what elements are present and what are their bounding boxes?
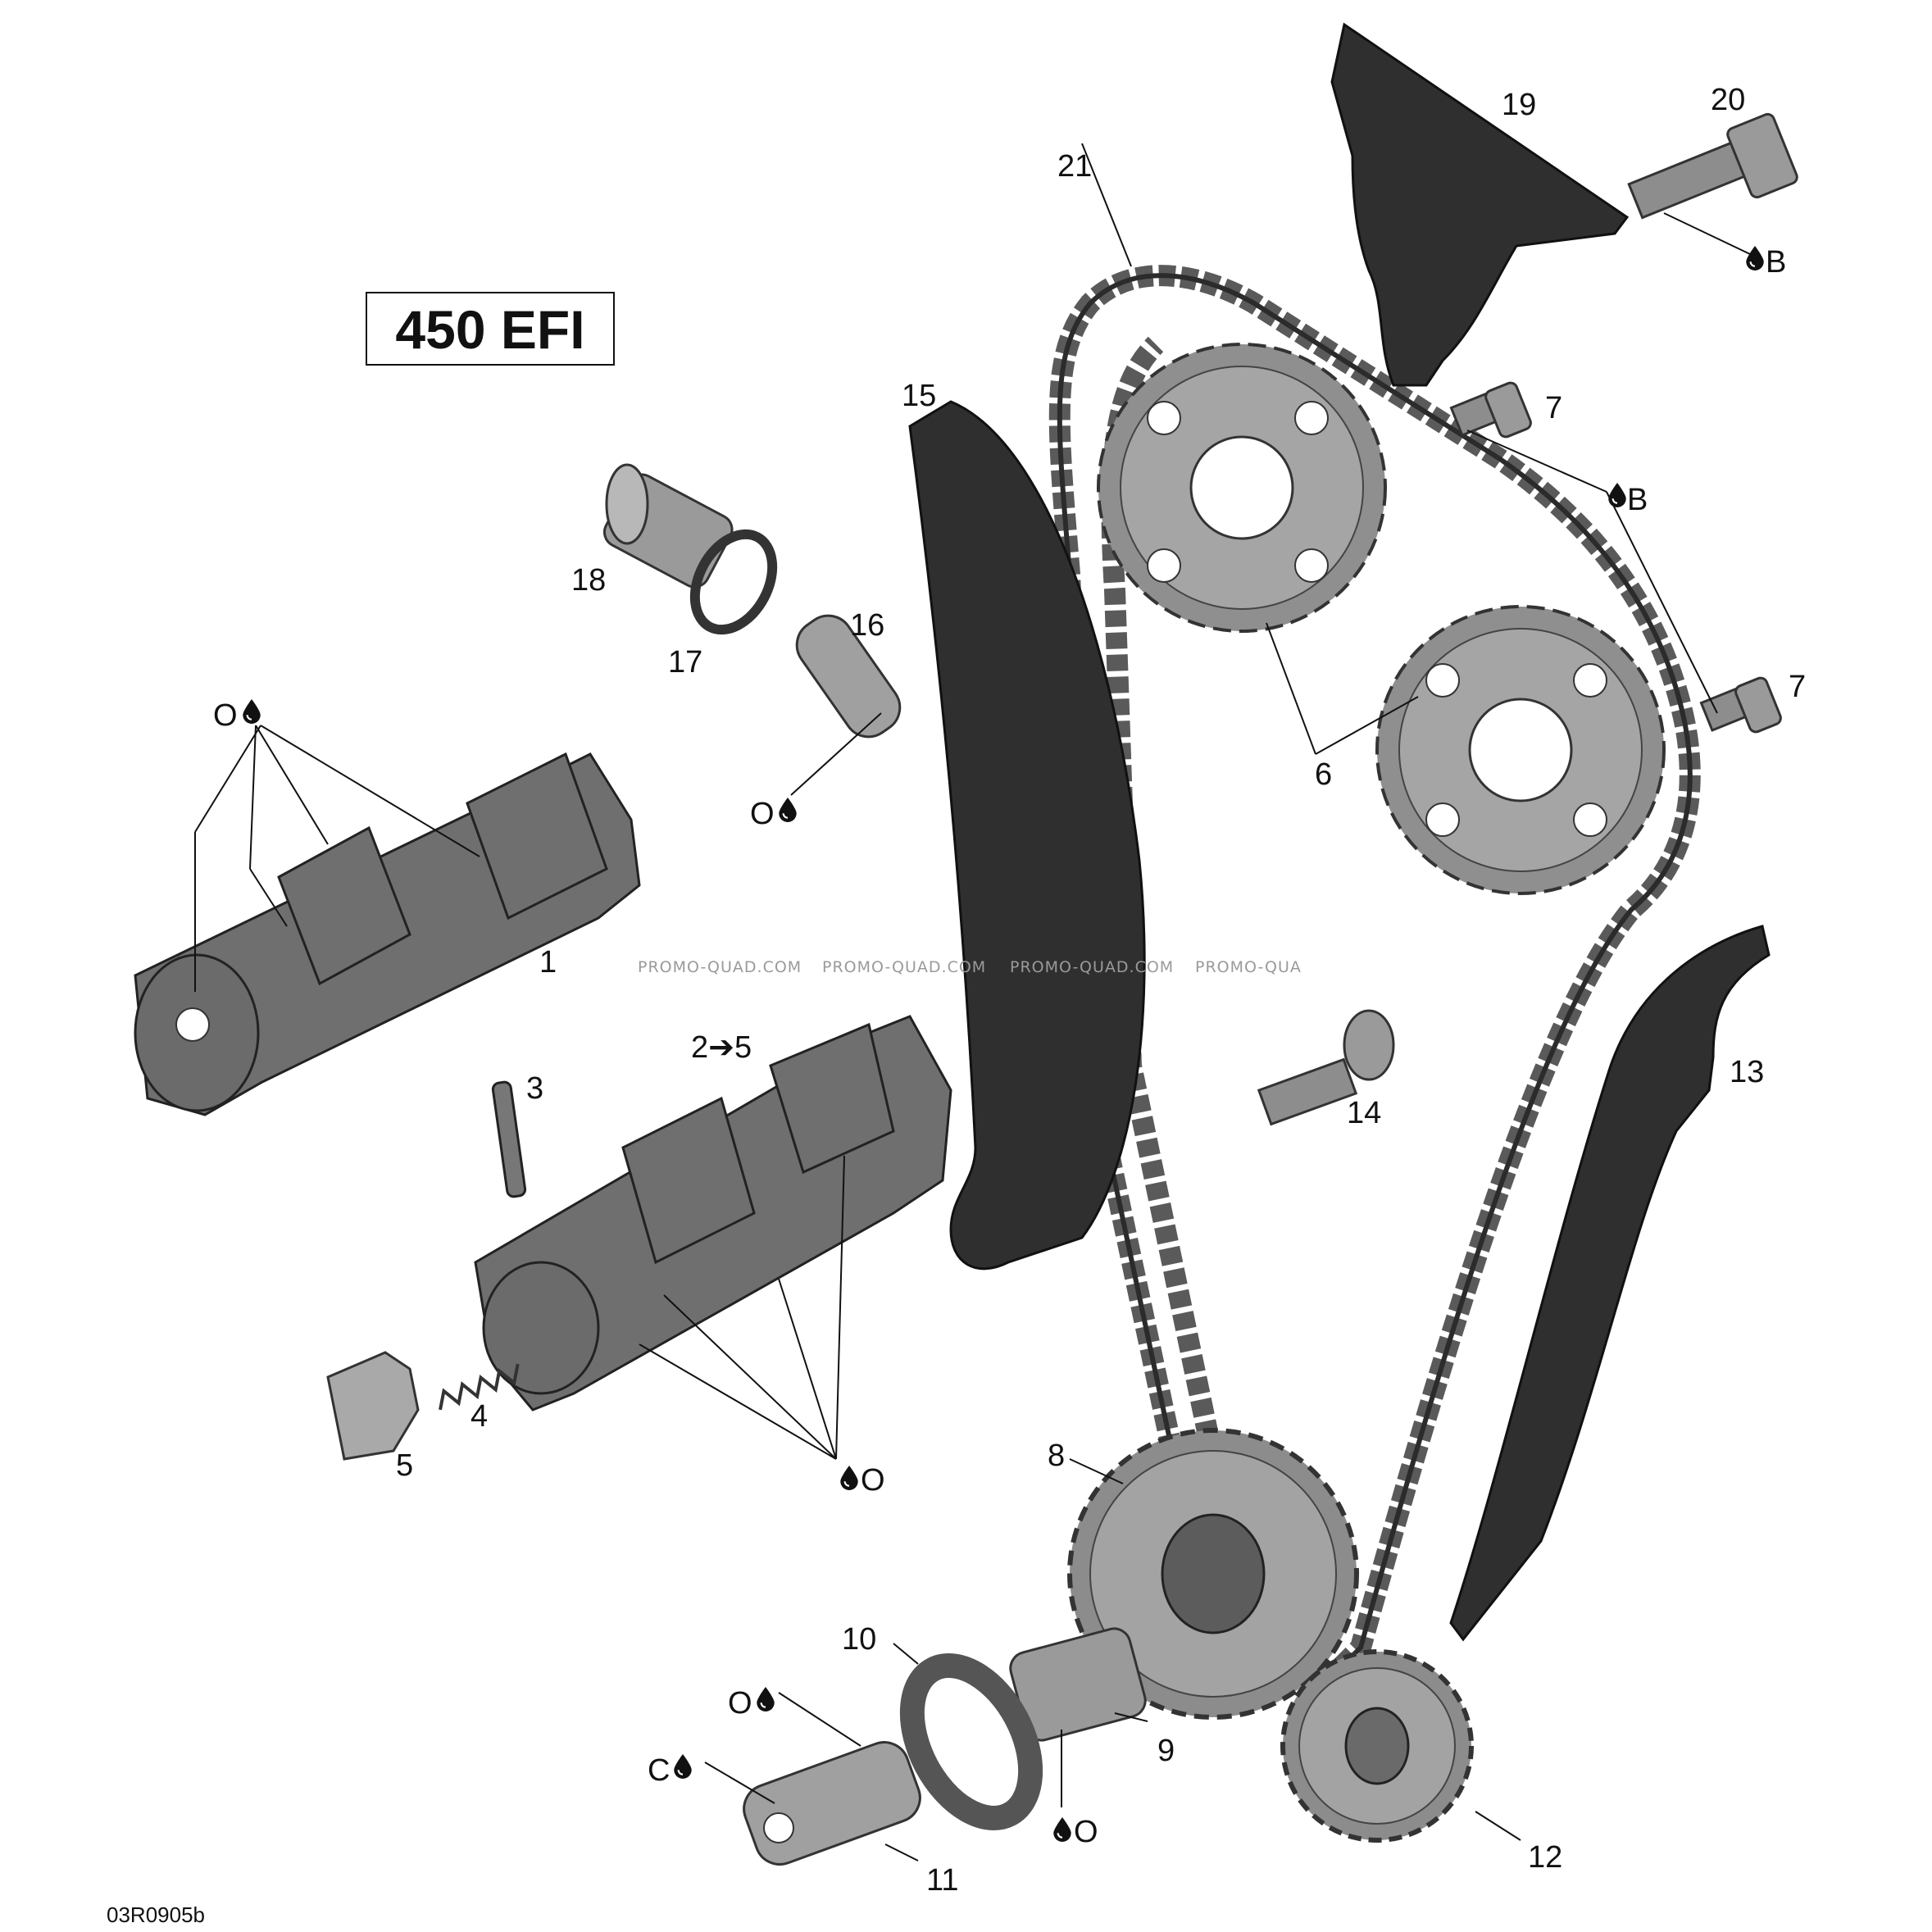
callout-12: 12	[1528, 1840, 1562, 1875]
oil-drop-icon	[243, 699, 261, 724]
callout-8: 8	[1048, 1439, 1065, 1473]
oil-mark-pin16: O	[750, 797, 775, 831]
camshaft-1	[134, 752, 641, 1116]
oil-drop-icon	[757, 1687, 775, 1712]
callout-7a: 7	[1545, 391, 1562, 425]
oil-drop-icon	[674, 1754, 692, 1779]
oil-drop-icon	[840, 1466, 858, 1490]
chain-guide	[1449, 925, 1771, 1642]
idler-gear-8	[1067, 1428, 1359, 1720]
callout-15: 15	[902, 379, 936, 413]
oil-drop-icon	[779, 798, 797, 822]
callout-2to5: 2➔5	[691, 1030, 752, 1065]
sprocket-bolt-7-upper	[1449, 381, 1532, 439]
upper-chain-guide	[1330, 22, 1630, 387]
oil-mark-shaft11: O	[728, 1686, 752, 1721]
model-title: 450 EFI	[395, 299, 584, 360]
callout-20: 20	[1711, 83, 1745, 117]
threadlock-mark-bolt20: B	[1766, 245, 1786, 280]
oil-mark-bush9: O	[1074, 1815, 1098, 1849]
camshaft-sprocket-upper	[1097, 343, 1387, 633]
dowel-pin-3	[491, 1080, 527, 1198]
sprocket-bolt-7-lower	[1699, 676, 1782, 734]
compound-mark-shaft11: C	[648, 1753, 670, 1788]
oil-drop-icon	[1608, 483, 1626, 507]
callout-16: 16	[850, 608, 884, 643]
spring-4	[439, 1363, 520, 1411]
washer-17	[689, 529, 778, 635]
svg-text:PROMO-QUA: PROMO-QUA	[1195, 958, 1302, 976]
thrust-washer-10	[899, 1653, 1043, 1830]
oil-drop-icon	[1746, 246, 1764, 270]
oil-mark-cam1: O	[213, 698, 238, 733]
callout-17: 17	[668, 645, 702, 680]
gear-12	[1280, 1649, 1474, 1843]
callout-7b: 7	[1789, 670, 1806, 704]
bushing-18	[602, 463, 734, 589]
svg-text:PROMO-QUAD.COM: PROMO-QUAD.COM	[638, 958, 802, 976]
lubricant-marks: O O O O O C B B	[213, 245, 1786, 1849]
callout-14: 14	[1347, 1096, 1381, 1130]
callout-3: 3	[526, 1071, 543, 1106]
callout-1: 1	[539, 945, 557, 980]
decompressor-weight-5	[326, 1351, 420, 1461]
svg-text:PROMO-QUAD.COM: PROMO-QUAD.COM	[822, 958, 986, 976]
callout-19: 19	[1502, 88, 1536, 122]
camshaft-assembly-2-5	[474, 1015, 952, 1411]
callout-21: 21	[1057, 149, 1092, 184]
model-title-box: 450 EFI	[366, 292, 615, 366]
threadlock-mark-bolts7: B	[1627, 483, 1648, 517]
callout-10: 10	[842, 1622, 876, 1657]
callout-13: 13	[1730, 1055, 1764, 1089]
oil-drop-icon	[1053, 1817, 1071, 1842]
leader-lines	[194, 143, 1751, 1862]
svg-text:PROMO-QUAD.COM: PROMO-QUAD.COM	[1010, 958, 1174, 976]
callout-5: 5	[396, 1448, 413, 1483]
tensioner-pin-16	[795, 614, 902, 739]
figure-code: 03R0905b	[107, 1902, 205, 1927]
callouts: 1 2➔5 3 4 5 6 7 7 8 9 10 11 12 13 14 15 …	[396, 83, 1806, 1898]
camshaft-sprocket-lower	[1375, 605, 1666, 895]
callout-4: 4	[470, 1399, 488, 1434]
watermark: PROMO-QUAD.COM PROMO-QUAD.COM PROMO-QUAD…	[638, 958, 1302, 976]
oil-mark-cam2: O	[861, 1463, 885, 1498]
idler-shaft-11	[743, 1741, 921, 1866]
guide-pivot-bolt-14	[1257, 1009, 1395, 1126]
callout-18: 18	[571, 563, 606, 598]
guide-bolt-20	[1627, 112, 1798, 220]
callout-11: 11	[926, 1863, 958, 1898]
callout-6: 6	[1315, 757, 1332, 792]
callout-9: 9	[1157, 1734, 1175, 1768]
chain-tensioner-guide	[908, 400, 1146, 1271]
